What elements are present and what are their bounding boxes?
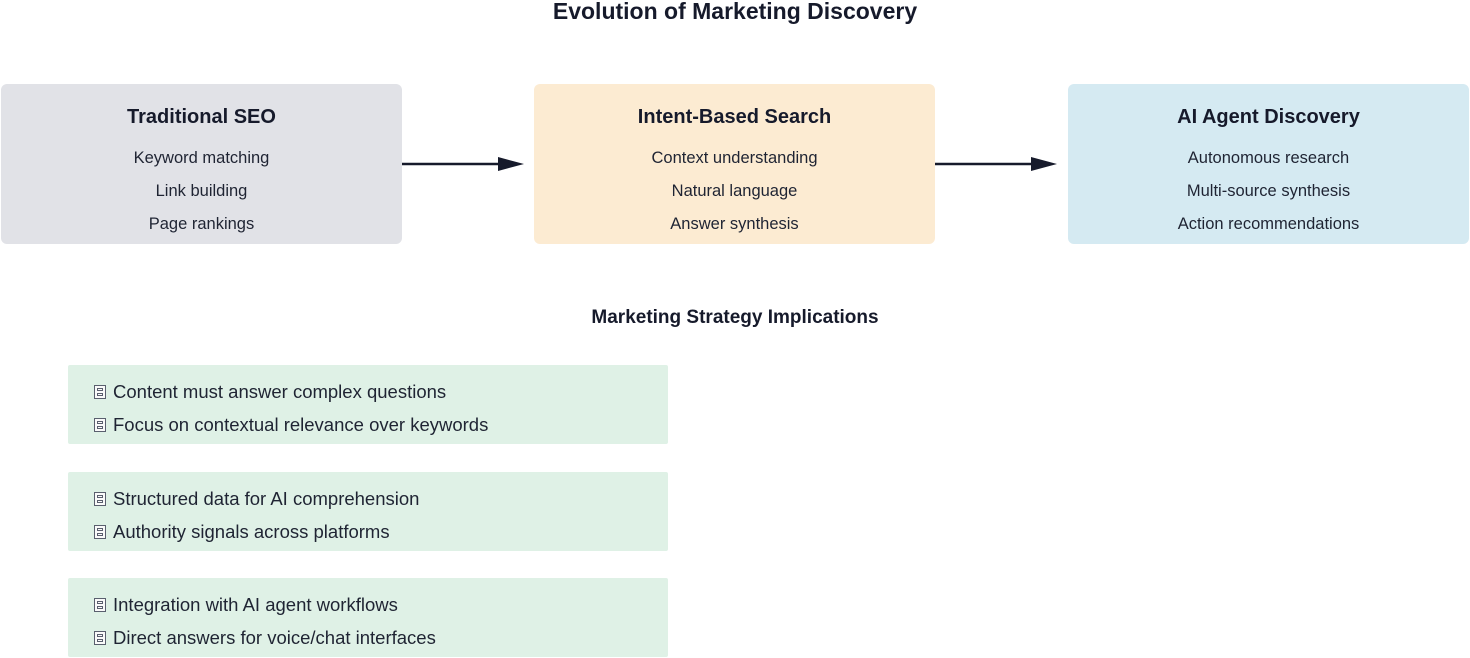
implication-text: Direct answers for voice/chat interfaces — [113, 627, 436, 648]
stage-item: Link building — [155, 182, 248, 200]
implication-text: Integration with AI agent workflows — [113, 594, 398, 615]
implication-group: Integration with AI agent workflows Dire… — [68, 578, 668, 657]
stage-item: Answer synthesis — [670, 215, 799, 233]
implication-text: Structured data for AI comprehension — [113, 488, 420, 509]
arrow-right-icon — [935, 157, 1057, 171]
implication-item: Direct answers for voice/chat interfaces — [94, 626, 436, 650]
stage-item: Autonomous research — [1187, 149, 1350, 167]
stage-intent-based-search: Intent-Based Search Context understandin… — [534, 84, 935, 244]
implication-item: Integration with AI agent workflows — [94, 593, 398, 617]
missing-glyph-icon — [94, 385, 106, 399]
implication-item: Structured data for AI comprehension — [94, 487, 419, 511]
stage-item: Natural language — [671, 182, 798, 200]
missing-glyph-icon — [94, 418, 106, 432]
diagram-title: Evolution of Marketing Discovery — [552, 0, 918, 24]
stage-ai-agent-discovery: AI Agent Discovery Autonomous research M… — [1068, 84, 1469, 244]
stage-title: Traditional SEO — [127, 106, 276, 128]
implications-title: Marketing Strategy Implications — [591, 307, 879, 328]
missing-glyph-icon — [94, 492, 106, 506]
stage-item: Context understanding — [651, 149, 818, 167]
implication-text: Content must answer complex questions — [113, 381, 447, 402]
stage-item: Page rankings — [148, 215, 255, 233]
arrow-right-icon — [402, 157, 524, 171]
stage-title: Intent-Based Search — [637, 106, 832, 128]
implication-text: Focus on contextual relevance over keywo… — [113, 414, 489, 435]
missing-glyph-icon — [94, 631, 106, 645]
implication-item: Authority signals across platforms — [94, 520, 390, 544]
stage-item: Action recommendations — [1177, 215, 1360, 233]
stage-item: Keyword matching — [133, 149, 270, 167]
implication-item: Focus on contextual relevance over keywo… — [94, 413, 488, 437]
missing-glyph-icon — [94, 525, 106, 539]
stage-traditional-seo: Traditional SEO Keyword matching Link bu… — [1, 84, 402, 244]
implication-item: Content must answer complex questions — [94, 380, 446, 404]
missing-glyph-icon — [94, 598, 106, 612]
implication-group: Content must answer complex questions Fo… — [68, 365, 668, 444]
stage-item: Multi-source synthesis — [1186, 182, 1351, 200]
implication-text: Authority signals across platforms — [113, 521, 390, 542]
implication-group: Structured data for AI comprehension Aut… — [68, 472, 668, 551]
stage-title: AI Agent Discovery — [1177, 106, 1360, 128]
